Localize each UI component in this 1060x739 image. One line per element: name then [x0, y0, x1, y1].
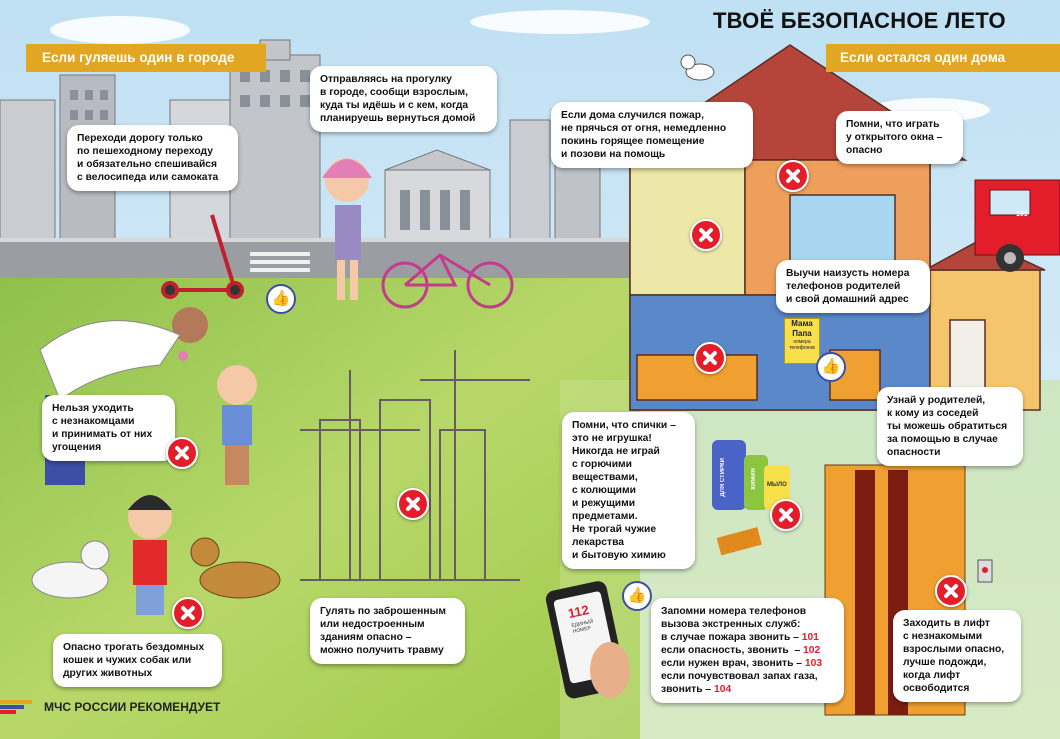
emergency-danger-text: если опасность, звонить – [661, 645, 804, 656]
emergency-doctor-line: если нужен врач, звонить – 103 [661, 657, 834, 670]
bottle-label-1: ДЛЯ СТИРКИ [720, 458, 726, 497]
emergency-gas-text: если почувствовал запах газа, звонить – [661, 671, 818, 695]
callout-phones: Выучи наизусть номера телефонов родителе… [776, 260, 930, 313]
emergency-fire-number: 101 [801, 632, 819, 643]
bicycle [381, 253, 514, 309]
callout-animals: Опасно трогать бездомных кошек и чужих с… [53, 634, 222, 687]
mobile-phone [545, 581, 630, 699]
page-title: ТВОЁ БЕЗОПАСНОЕ ЛЕТО [713, 8, 1006, 33]
emergency-danger-number: 102 [803, 645, 821, 656]
thumbs-up-icon-emergency: 👍 [622, 581, 652, 611]
callout-walk: Отправляясь на прогулку в городе, сообщи… [310, 66, 497, 132]
forbidden-icon-construction [397, 488, 429, 520]
forbidden-icon-animals [172, 597, 204, 629]
footer-text: МЧС РОССИИ РЕКОМЕНДУЕТ [44, 700, 221, 714]
construction-site [300, 350, 530, 581]
callout-elevator: Заходить в лифт с незнакомыми взрослыми … [893, 610, 1021, 702]
girl-with-helmet [322, 158, 372, 300]
callout-crossing: Переходи дорогу только по пешеходному пе… [67, 125, 238, 191]
footer-logo-bars [0, 700, 32, 714]
callout-window: Помни, что играть у открытого окна – опа… [836, 111, 963, 164]
thumbs-up-icon-phones: 👍 [816, 352, 846, 382]
white-dog [31, 540, 110, 599]
emergency-fire-line: в случае пожара звонить – 101 [661, 631, 834, 644]
forbidden-icon-fire [690, 219, 722, 251]
boy-blue-shirt [217, 365, 257, 485]
bottle-label-2: ХИМИЯ [751, 468, 757, 490]
sticky-note: Мама Папа номера телефонов [784, 318, 820, 364]
callout-construction: Гулять по заброшенным или недостроенным … [310, 598, 465, 664]
sticky-note-line-2: Папа [792, 329, 812, 338]
fire-truck-number: 101 [1016, 211, 1028, 218]
city-buildings [0, 39, 601, 246]
cat-on-roof [680, 54, 715, 81]
forbidden-icon-elevator [935, 575, 967, 607]
emergency-danger-line: если опасность, звонить – 102 [661, 644, 834, 657]
forbidden-icon-chemicals [770, 499, 802, 531]
right-section-banner: Если остался один дома [826, 44, 1060, 72]
emergency-intro: Запомни номера телефонов вызова экстренн… [661, 606, 807, 630]
callout-emergency-numbers: Запомни номера телефонов вызова экстренн… [651, 598, 844, 703]
emergency-doctor-text: если нужен врач, звонить – [661, 658, 805, 669]
callout-strangers: Нельзя уходить с незнакомцами и принимат… [42, 395, 175, 461]
callout-matches: Помни, что спички – это не игрушка! Нико… [562, 412, 695, 569]
sticky-note-line-3: номера телефонов [789, 339, 815, 351]
scooter [161, 214, 244, 299]
fire-truck [974, 179, 1060, 272]
emergency-doctor-number: 103 [804, 658, 823, 669]
brown-dog [190, 537, 281, 599]
forbidden-icon-strangers [166, 437, 198, 469]
bottle-label-3: МЫЛО [767, 482, 787, 488]
sticky-note-line-1: Мама [791, 319, 813, 328]
emergency-fire-text: в случае пожара звонить – [661, 632, 802, 643]
emergency-gas-number: 104 [713, 684, 732, 695]
boy-red-shirt [128, 495, 172, 615]
left-section-banner: Если гуляешь один в городе [26, 44, 266, 72]
emergency-gas-line: если почувствовал запах газа, звонить – … [661, 670, 834, 696]
forbidden-icon-kitchen [694, 342, 726, 374]
forbidden-icon-window [777, 160, 809, 192]
callout-fire: Если дома случился пожар, не прячься от … [551, 102, 753, 168]
callout-neighbors: Узнай у родителей, к кому из соседей ты … [877, 387, 1023, 466]
thumbs-up-icon-walk: 👍 [266, 284, 296, 314]
